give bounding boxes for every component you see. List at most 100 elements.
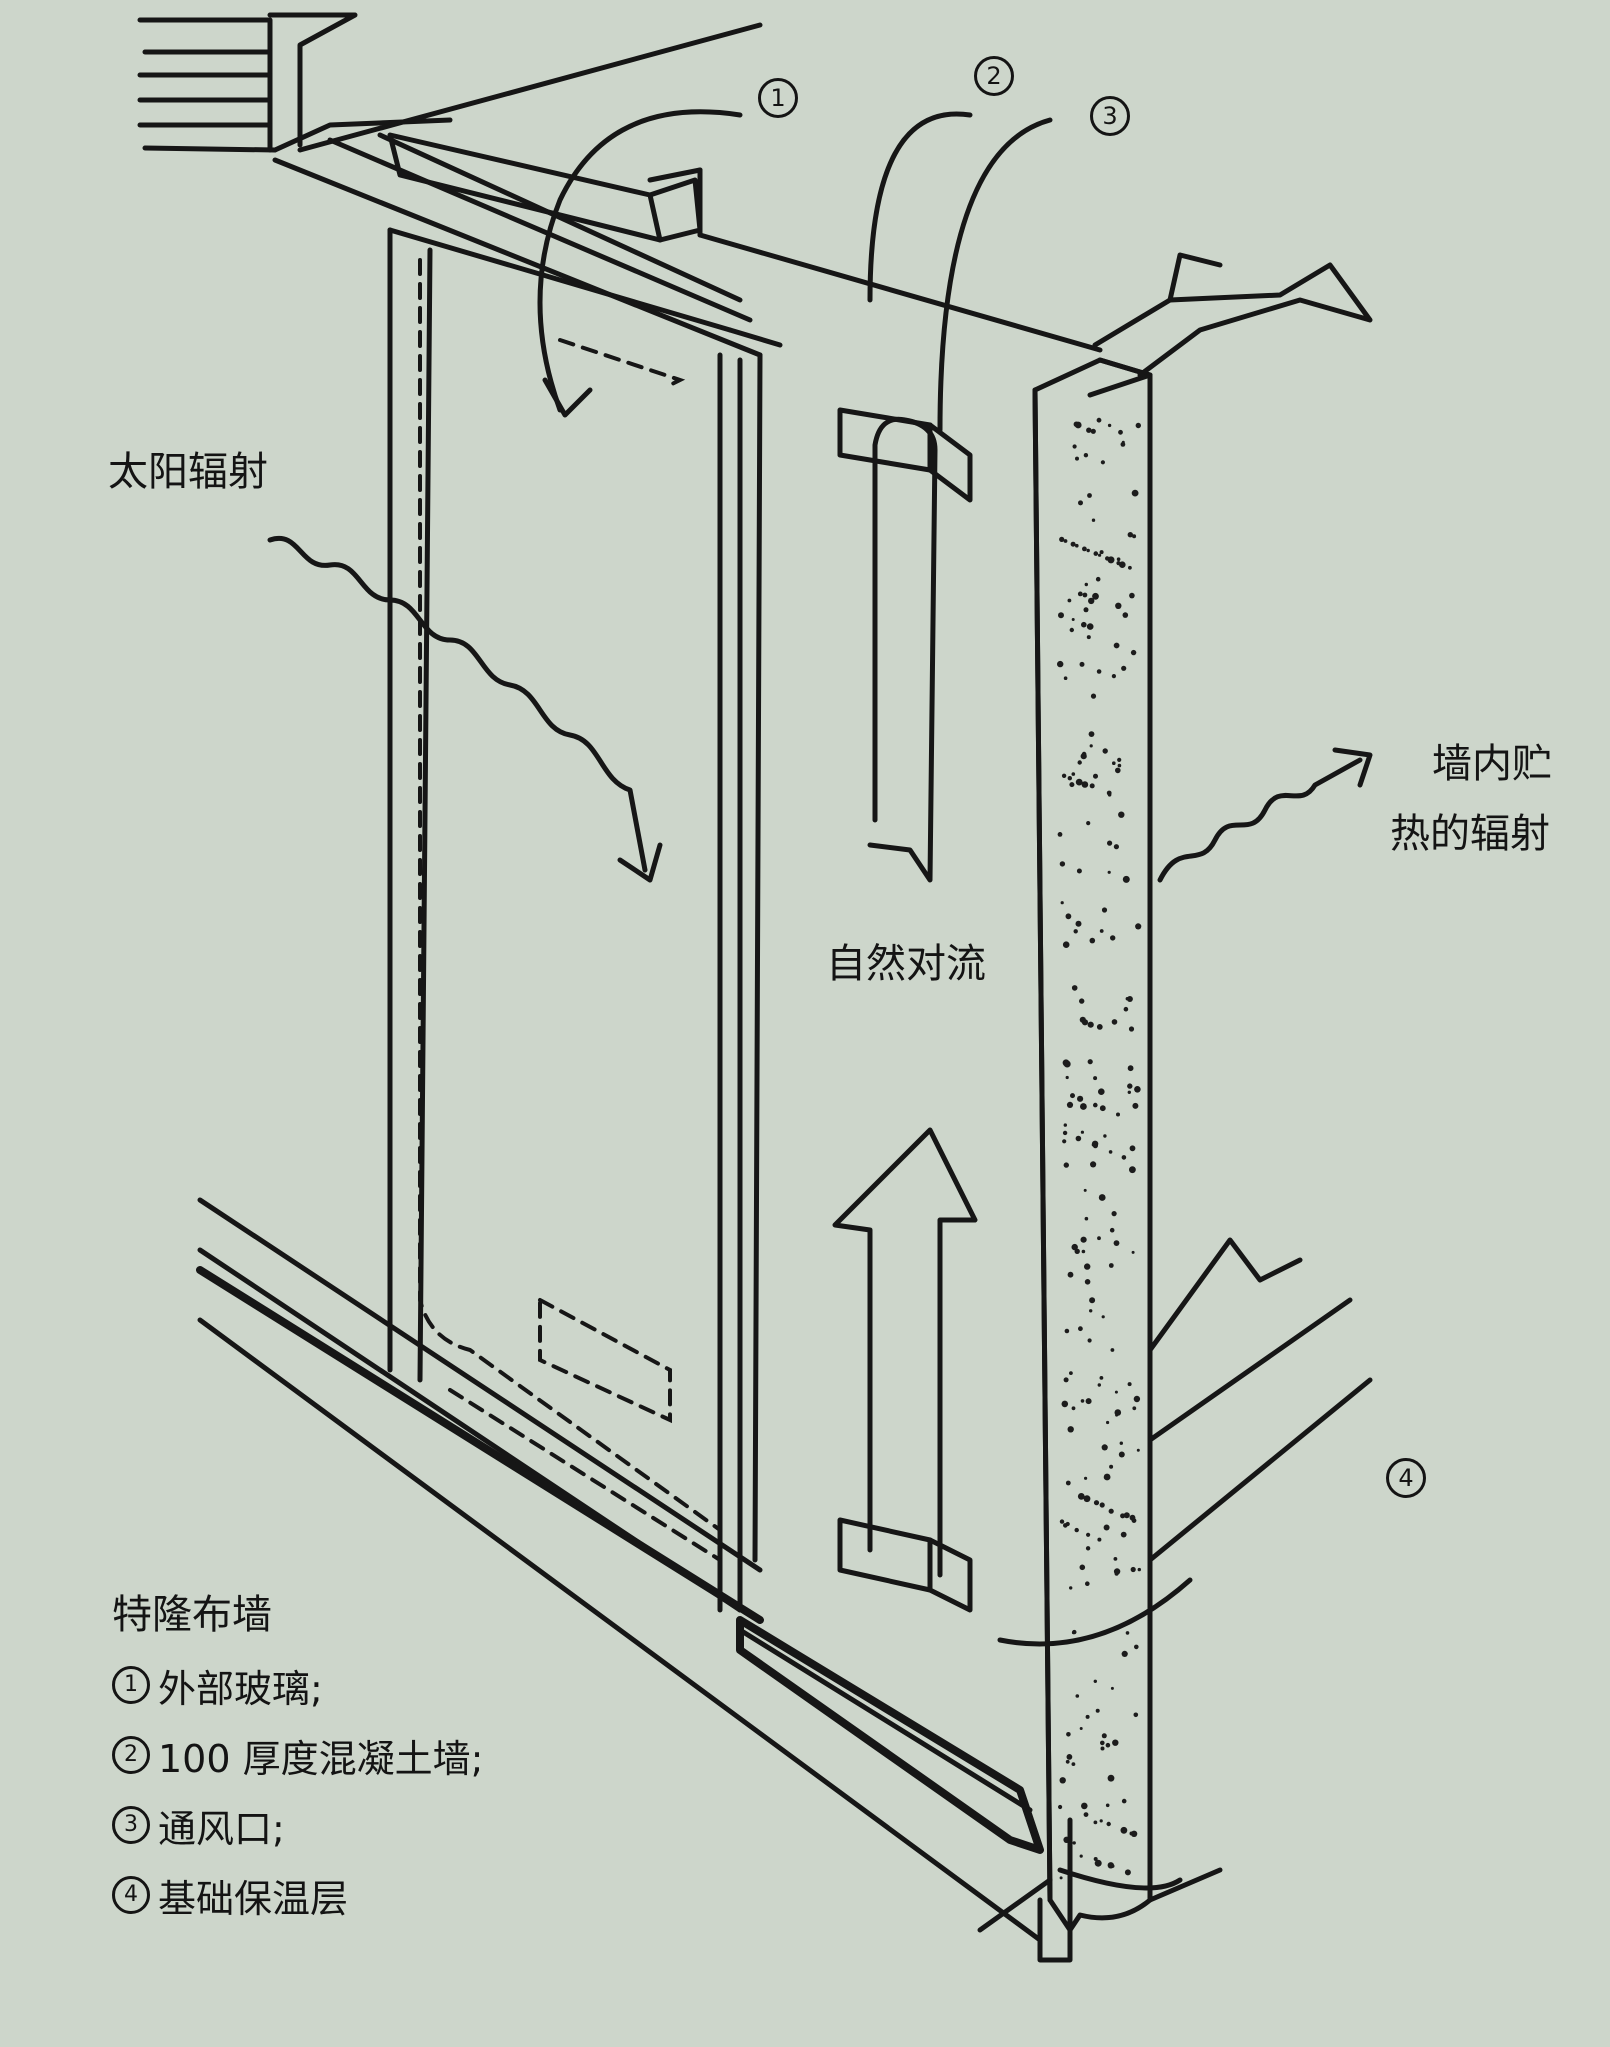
concrete-speck <box>1134 1644 1139 1650</box>
concrete-speck <box>1108 1263 1114 1268</box>
concrete-speck <box>1079 998 1085 1004</box>
concrete-speck <box>1069 627 1075 633</box>
concrete-speck <box>1071 618 1075 621</box>
concrete-speck <box>1065 1480 1071 1486</box>
concrete-speck <box>1127 1065 1134 1072</box>
concrete-speck <box>1086 623 1094 630</box>
concrete-speck <box>1072 1841 1076 1845</box>
concrete-speck <box>1123 1512 1130 1519</box>
concrete-speck <box>1058 612 1064 619</box>
concrete-speck <box>1093 1102 1098 1108</box>
concrete-speck <box>1087 1338 1092 1343</box>
concrete-speck <box>1101 1733 1107 1739</box>
concrete-speck <box>1128 565 1132 570</box>
concrete-speck <box>1062 1139 1067 1144</box>
concrete-speck <box>1080 1130 1084 1134</box>
concrete-speck <box>1066 1754 1073 1760</box>
concrete-speck <box>1112 1739 1119 1746</box>
concrete-speck <box>1108 1508 1114 1514</box>
concrete-speck <box>1100 460 1105 465</box>
concrete-speck <box>1118 811 1125 818</box>
concrete-speck <box>1081 751 1087 757</box>
concrete-speck <box>1067 776 1073 781</box>
concrete-speck <box>1057 832 1063 837</box>
concrete-speck <box>1075 920 1082 927</box>
concrete-speck <box>1110 935 1116 941</box>
legend-item-number: 1 <box>112 1666 150 1704</box>
concrete-speck <box>1079 1564 1086 1571</box>
wall-stored-heat-label-2: 热的辐射 <box>1390 811 1550 857</box>
concrete-speck <box>1114 1409 1122 1416</box>
concrete-speck <box>1070 541 1076 547</box>
concrete-speck <box>1081 1249 1086 1254</box>
concrete-speck <box>1080 1236 1087 1243</box>
flow-curves <box>537 109 1193 1647</box>
concrete-speck <box>1075 1135 1082 1142</box>
concrete-speck <box>1099 550 1104 555</box>
concrete-speck <box>1073 929 1078 934</box>
concrete-speck <box>1131 489 1139 497</box>
concrete-speck <box>1114 1390 1118 1394</box>
concrete-speck <box>1067 1271 1074 1278</box>
concrete-speck <box>1084 1476 1088 1480</box>
concrete-speck <box>1057 660 1064 668</box>
concrete-speck <box>1065 913 1072 920</box>
concrete-speck <box>1081 1802 1088 1810</box>
concrete-speck <box>1115 767 1121 774</box>
concrete-speck <box>1111 1019 1118 1025</box>
concrete-speck <box>1100 1746 1105 1751</box>
concrete-speck <box>1083 607 1089 613</box>
legend-item: 2 100 厚度混凝土墙; <box>112 1720 483 1790</box>
concrete-speck <box>1066 1732 1071 1737</box>
concrete-speck <box>1124 1869 1131 1876</box>
marker-1: 1 <box>758 78 798 118</box>
concrete-speck <box>1065 1521 1070 1527</box>
concrete-speck <box>1061 1400 1069 1408</box>
concrete-speck <box>1099 1105 1106 1112</box>
concrete-speck <box>1121 1650 1128 1657</box>
concrete-speck <box>1129 1831 1134 1836</box>
legend-item: 1 外部玻璃; <box>112 1650 483 1720</box>
concrete-speck <box>1069 782 1075 788</box>
concrete-speck <box>1093 1820 1098 1825</box>
concrete-speck <box>1122 612 1129 618</box>
concrete-speck <box>1089 783 1095 789</box>
concrete-speck <box>1127 1382 1132 1387</box>
concrete-speck <box>1086 427 1092 433</box>
vent-openings <box>837 407 973 1613</box>
concrete-speck <box>1078 1326 1083 1332</box>
concrete-speck <box>1110 1864 1115 1868</box>
concrete-speck <box>1084 582 1089 587</box>
concrete-speck <box>1079 661 1085 667</box>
concrete-speck <box>1065 1075 1069 1080</box>
concrete-speck <box>1120 1826 1128 1834</box>
concrete-speck <box>1066 1101 1074 1108</box>
concrete-speck <box>1069 1586 1073 1590</box>
concrete-speck <box>1099 1819 1103 1823</box>
concrete-speck <box>1071 772 1076 776</box>
concrete-speck <box>1086 635 1091 640</box>
concrete-speck <box>1136 1448 1140 1452</box>
concrete-speck <box>1118 429 1123 435</box>
concrete-speck <box>1083 1812 1089 1817</box>
concrete-speck <box>1127 1083 1133 1089</box>
concrete-speck <box>1121 665 1127 671</box>
top-beam <box>387 132 703 243</box>
concrete-speck <box>1115 602 1122 609</box>
convection-arrows <box>832 416 978 1578</box>
concrete-speck <box>1059 1777 1066 1784</box>
concrete-speck <box>1132 1406 1137 1411</box>
concrete-speck <box>1111 674 1116 679</box>
concrete-speck <box>1119 561 1126 568</box>
legend-item: 4 基础保温层 <box>112 1860 483 1930</box>
concrete-speck <box>1129 1145 1136 1152</box>
concrete-speck <box>1067 598 1072 603</box>
legend-title: 特隆布墙 <box>112 1592 272 1638</box>
marker-2: 2 <box>974 56 1014 96</box>
concrete-speck <box>1093 773 1098 779</box>
concrete-speck <box>1099 1502 1105 1508</box>
concrete-speck <box>1098 1194 1106 1201</box>
concrete-speck <box>1062 941 1070 948</box>
concrete-speck <box>1063 1377 1069 1383</box>
